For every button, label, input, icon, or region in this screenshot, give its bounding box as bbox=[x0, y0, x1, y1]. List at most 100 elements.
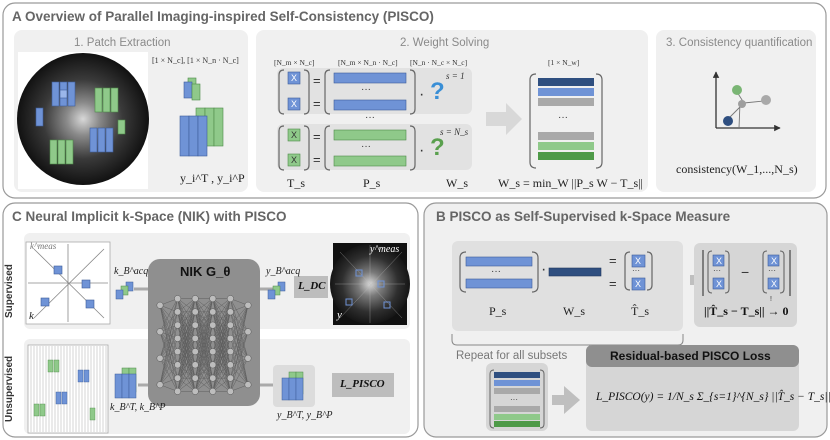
nik-node bbox=[226, 348, 234, 356]
nik-node bbox=[209, 361, 217, 369]
panel-b bbox=[423, 202, 828, 438]
b-x-4: X bbox=[716, 279, 723, 289]
nik-edge bbox=[177, 338, 196, 392]
ellipsis-p1: ··· bbox=[361, 84, 371, 95]
nik-node bbox=[191, 387, 199, 395]
nik-edge bbox=[177, 298, 196, 326]
question-icon-2: ? bbox=[430, 134, 445, 161]
nik-edge bbox=[194, 298, 214, 352]
ldc-box bbox=[294, 276, 328, 298]
nik-node bbox=[174, 374, 182, 382]
lbl-t: T_s bbox=[287, 176, 305, 190]
panel-c bbox=[2, 202, 419, 438]
nik-node bbox=[191, 374, 199, 382]
x-mark-2: X bbox=[291, 99, 298, 109]
dim-w: [N_n · N_c × N_c] bbox=[410, 58, 468, 67]
consistency-point-green bbox=[732, 85, 742, 95]
panel-c-title: C Neural Implicit k-Space (NIK) with PIS… bbox=[12, 209, 287, 224]
b-equals-1: = bbox=[609, 253, 617, 268]
nik-edge bbox=[194, 364, 214, 392]
nik-edge bbox=[177, 325, 196, 392]
k-label: k bbox=[29, 310, 34, 322]
b-excl: ! bbox=[770, 296, 772, 303]
nik-node bbox=[226, 295, 234, 303]
nik-node bbox=[244, 328, 252, 336]
nik-edge bbox=[194, 298, 214, 339]
residual-expr: ||T̂_s − T_s|| → 0 bbox=[704, 304, 789, 318]
nik-edge bbox=[195, 298, 213, 313]
equals-2: = bbox=[313, 96, 321, 111]
nik-edge bbox=[177, 298, 196, 352]
nik-edge bbox=[212, 298, 231, 365]
nik-node bbox=[244, 301, 252, 309]
nik-edge bbox=[159, 351, 178, 385]
nik-node bbox=[191, 295, 199, 303]
unsupervised-label: Unsupervised bbox=[4, 355, 15, 422]
b-x-5: X bbox=[771, 256, 778, 266]
nik-edge bbox=[177, 364, 196, 392]
ellipsis-p2: ··· bbox=[361, 141, 371, 152]
nik-edge bbox=[195, 377, 213, 392]
nik-node bbox=[209, 374, 217, 382]
dim-out: [1 × N_w] bbox=[548, 58, 580, 67]
nik-node bbox=[156, 381, 164, 389]
b-dot: · bbox=[541, 261, 547, 278]
nik-edge bbox=[212, 298, 231, 352]
nik-node bbox=[226, 334, 234, 342]
lpisco-label: L_PISCO bbox=[340, 378, 385, 390]
nik-edge bbox=[230, 305, 249, 339]
nik-node bbox=[244, 354, 252, 362]
nik-edge bbox=[212, 377, 231, 392]
lbl-p: P_s bbox=[363, 176, 381, 190]
consistency-point-navy bbox=[723, 116, 733, 126]
nik-edge bbox=[230, 331, 249, 379]
x-mark-1: X bbox=[291, 73, 298, 83]
nik-edge bbox=[194, 298, 214, 326]
nik-node bbox=[174, 361, 182, 369]
k-meas-label: k^meas bbox=[30, 241, 57, 251]
step3-label: 3. Consistency quantification bbox=[666, 37, 813, 49]
nik-node bbox=[174, 321, 182, 329]
nik-edge bbox=[194, 338, 214, 392]
nik-edge bbox=[230, 358, 249, 392]
nik-edge bbox=[212, 298, 231, 313]
ldc-label: L_DC bbox=[298, 280, 326, 292]
repeat-label: Repeat for all subsets bbox=[456, 350, 568, 362]
nik-edge bbox=[159, 364, 178, 385]
nik-node bbox=[156, 301, 164, 309]
nik-node bbox=[226, 374, 234, 382]
step2-label: 2. Weight Solving bbox=[400, 37, 490, 49]
nik-edge bbox=[212, 298, 231, 326]
nik-edge bbox=[159, 311, 178, 359]
b-lbl-that: T̂_s bbox=[631, 304, 649, 318]
b-ellipsis-stack: ··· bbox=[510, 395, 518, 404]
s1-label: s = 1 bbox=[446, 71, 465, 81]
consistency-label: consistency(W_1,...,N_s) bbox=[676, 162, 798, 176]
nik-edge bbox=[230, 358, 249, 379]
nik-edge bbox=[212, 298, 231, 392]
b-x-2: X bbox=[635, 279, 642, 289]
x-mark-4: X bbox=[291, 155, 298, 165]
nik-edge bbox=[177, 298, 196, 392]
nik-node bbox=[209, 308, 217, 316]
b-x-6: X bbox=[771, 279, 778, 289]
nik-node bbox=[209, 387, 217, 395]
nik-edge bbox=[212, 298, 231, 339]
b-lbl-p: P_s bbox=[489, 304, 507, 318]
b-lbl-w: W_s bbox=[563, 304, 585, 318]
nik-edge bbox=[230, 305, 249, 352]
equals-1: = bbox=[313, 73, 321, 88]
y-label-c: y bbox=[337, 309, 342, 321]
b-x-3: X bbox=[716, 256, 723, 266]
nik-edge bbox=[177, 377, 196, 392]
nik-node bbox=[191, 321, 199, 329]
nik-node bbox=[156, 328, 164, 336]
nik-edge bbox=[194, 325, 214, 392]
ytp-label: y_i^T , y_i^P bbox=[180, 171, 245, 185]
nik-edge bbox=[177, 298, 196, 313]
loss-formula: L_PISCO(y) = 1/N_s Σ_{s=1}^{N_s} ||T̂_s … bbox=[596, 391, 830, 403]
ybtp-label: y_B^T, y_B^P bbox=[277, 410, 333, 421]
nik-edge bbox=[177, 351, 196, 392]
nik-edge bbox=[177, 298, 196, 365]
